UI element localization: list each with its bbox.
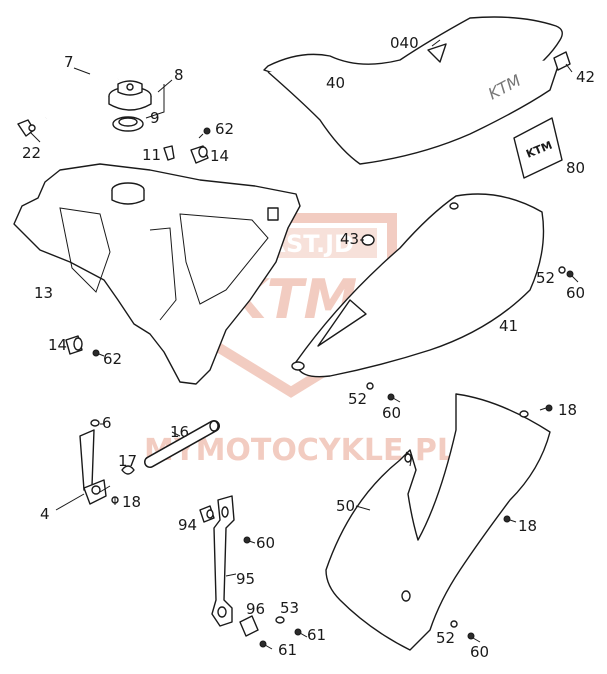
callout-8: 8 [174, 66, 184, 84]
callout-52-bottom: 52 [436, 629, 455, 647]
callout-42: 42 [576, 68, 595, 86]
callout-16: 16 [170, 423, 189, 441]
callout-60-bracket: 60 [256, 534, 275, 552]
callout-62-lower: 62 [103, 350, 122, 368]
part-62-bolt-top [198, 127, 211, 139]
callout-52-right: 52 [536, 269, 555, 287]
callout-040: 040 [390, 34, 419, 52]
part-80-decal: KTM [513, 117, 563, 179]
callout-94: 94 [178, 516, 197, 534]
part-16-fuel-line [144, 420, 220, 468]
callout-43: 43 [340, 230, 359, 248]
callout-7: 7 [64, 53, 74, 71]
part-18-bolt-panel-side [503, 515, 517, 523]
callout-50: 50 [336, 497, 355, 515]
part-60-bolt-right [566, 270, 579, 283]
part-7-vent-hose [44, 50, 121, 119]
part-52-washer-right [558, 266, 566, 274]
part-95-bracket [211, 495, 235, 627]
callout-61-right: 61 [307, 626, 326, 644]
part-61-bolt-lower [259, 640, 273, 650]
callout-17: 17 [118, 452, 137, 470]
part-62-bolt-lower [92, 349, 105, 357]
part-50-side-panel [325, 393, 551, 651]
part-11-clip [163, 145, 175, 161]
callout-40: 40 [326, 74, 345, 92]
callout-52-middle: 52 [348, 390, 367, 408]
callout-53: 53 [280, 599, 299, 617]
part-94-spacer [199, 505, 215, 523]
part-60-bolt-bracket [243, 536, 256, 544]
callout-18-panel-side: 18 [518, 517, 537, 535]
part-60-bolt-bottom [467, 632, 481, 643]
callout-18-tap: 18 [122, 493, 141, 511]
callout-18-panel-top: 18 [558, 401, 577, 419]
part-18-bolt-tap [111, 496, 119, 505]
callout-13: 13 [34, 284, 53, 302]
part-40-seat: KTM [263, 16, 563, 165]
part-4-fuel-tap [79, 429, 111, 505]
callout-62-top: 62 [215, 120, 234, 138]
part-14-rubber-lower [65, 335, 83, 355]
callout-60-middle: 60 [382, 404, 401, 422]
callout-60-bottom: 60 [470, 643, 489, 661]
callout-6: 6 [102, 414, 112, 432]
part-53-washer [275, 616, 285, 624]
callout-14-lower: 14 [48, 336, 67, 354]
callout-96: 96 [246, 600, 265, 618]
callout-60-right: 60 [566, 284, 585, 302]
callout-41: 41 [499, 317, 518, 335]
part-52-washer-middle [366, 382, 374, 390]
part-6-seal-ring [90, 419, 100, 427]
callout-22: 22 [22, 144, 41, 162]
part-9-cap-gasket [112, 116, 144, 132]
part-96-clamp [239, 615, 259, 637]
part-8-fuel-cap [108, 80, 152, 111]
callout-11: 11 [142, 146, 161, 164]
part-61-bolt-right [294, 628, 308, 638]
callout-labels: 7 8 9 22 62 11 14 13 14 62 040 40 42 80 … [22, 34, 595, 661]
callout-9: 9 [150, 109, 160, 127]
part-41-tank-spoiler [291, 193, 545, 378]
callout-95: 95 [236, 570, 255, 588]
part-13-fuel-tank [13, 163, 301, 385]
callout-4: 4 [40, 505, 50, 523]
part-17-hose-clamp [121, 465, 135, 475]
callout-61-lower: 61 [278, 641, 297, 659]
part-42-seat-bolt [553, 51, 571, 71]
part-14-rubber-top [190, 145, 209, 164]
part-60-bolt-middle [387, 393, 401, 403]
part-18-bolt-panel-top [539, 404, 553, 412]
leader-lines [29, 39, 573, 577]
part-22-elbow-fitting [17, 119, 36, 137]
part-52-washer-bottom [450, 620, 458, 628]
callout-80: 80 [566, 159, 585, 177]
callout-14-top: 14 [210, 147, 229, 165]
